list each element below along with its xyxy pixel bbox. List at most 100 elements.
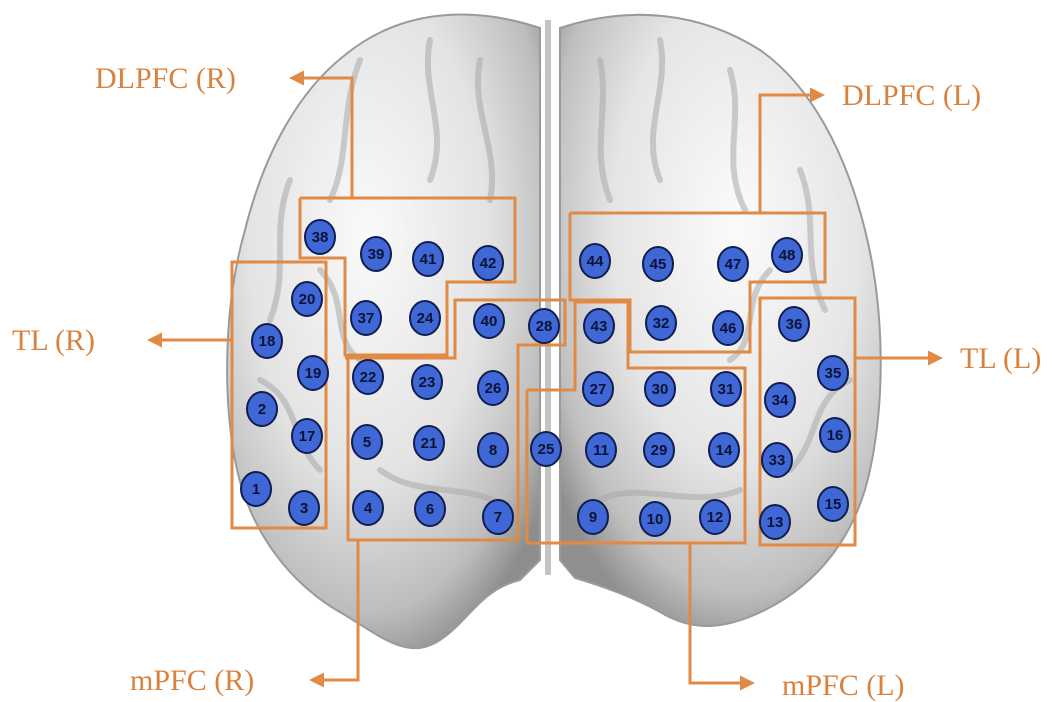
channel-11: 11 — [586, 433, 616, 467]
channel-6: 6 — [415, 492, 445, 526]
channel-2: 2 — [247, 392, 277, 426]
channel-17-label: 17 — [299, 428, 316, 445]
channel-1: 1 — [241, 472, 271, 506]
channel-32-label: 32 — [653, 315, 670, 332]
channel-17: 17 — [292, 419, 322, 453]
channel-46-label: 46 — [720, 320, 737, 337]
channel-36: 36 — [779, 307, 809, 341]
channel-10-label: 10 — [647, 511, 664, 528]
channel-4-label: 4 — [364, 500, 373, 517]
channel-22-label: 22 — [360, 369, 377, 386]
channel-21-label: 21 — [421, 435, 438, 452]
channel-29: 29 — [644, 433, 674, 467]
channel-19-label: 19 — [305, 365, 322, 382]
channel-11-label: 11 — [593, 442, 609, 459]
label-mpfc-l: mPFC (L) — [782, 669, 905, 702]
channel-13: 13 — [760, 505, 790, 539]
channel-1-label: 1 — [252, 481, 260, 498]
channel-31-label: 31 — [718, 381, 735, 398]
channel-14-label: 14 — [716, 442, 733, 459]
channel-42: 42 — [473, 246, 503, 280]
label-mpfc-r: mPFC (R) — [130, 664, 254, 697]
channel-48: 48 — [772, 238, 802, 272]
channel-12: 12 — [700, 500, 730, 534]
channel-27-label: 27 — [590, 381, 607, 398]
channel-9-label: 9 — [589, 509, 597, 526]
channel-34: 34 — [765, 383, 795, 417]
channel-26: 26 — [478, 371, 508, 405]
channel-6-label: 6 — [426, 501, 434, 518]
channel-16: 16 — [820, 418, 850, 452]
channel-3-label: 3 — [300, 500, 308, 517]
channel-5-label: 5 — [363, 434, 371, 451]
channel-4: 4 — [353, 491, 383, 525]
channel-28: 28 — [529, 309, 559, 343]
channel-31: 31 — [711, 372, 741, 406]
channel-45: 45 — [643, 247, 673, 281]
channel-8-label: 8 — [489, 442, 497, 459]
channel-12-label: 12 — [707, 509, 724, 526]
channel-38-label: 38 — [312, 229, 329, 246]
channel-40-label: 40 — [481, 313, 498, 330]
channel-7-label: 7 — [494, 509, 502, 526]
label-tl-l: TL (L) — [960, 342, 1041, 375]
channel-35-label: 35 — [825, 365, 842, 382]
channel-23-label: 23 — [419, 374, 436, 391]
channel-48-label: 48 — [779, 247, 796, 264]
channel-10: 10 — [640, 502, 670, 536]
channel-33-label: 33 — [769, 452, 786, 469]
channel-38: 38 — [305, 220, 335, 254]
channel-15: 15 — [818, 487, 848, 521]
channel-42-label: 42 — [480, 255, 497, 272]
channel-39: 39 — [361, 237, 391, 271]
channel-5: 5 — [352, 425, 382, 459]
channel-37-label: 37 — [358, 310, 375, 327]
channel-2-label: 2 — [258, 401, 266, 418]
channel-7: 7 — [483, 500, 513, 534]
label-tl-r: TL (R) — [12, 324, 95, 357]
channel-25-label: 25 — [538, 441, 555, 458]
channel-28-label: 28 — [536, 318, 553, 335]
label-dlpfc-l: DLPFC (L) — [842, 79, 981, 112]
channel-23: 23 — [412, 365, 442, 399]
channel-9: 9 — [578, 500, 608, 534]
channel-41: 41 — [413, 242, 443, 276]
channel-20-label: 20 — [299, 291, 316, 308]
channel-47: 47 — [718, 247, 748, 281]
channel-40: 40 — [474, 304, 504, 338]
channel-47-label: 47 — [725, 256, 742, 273]
channel-20: 20 — [292, 282, 322, 316]
channel-16-label: 16 — [827, 427, 844, 444]
channel-45-label: 45 — [650, 256, 667, 273]
channel-30-label: 30 — [652, 381, 669, 398]
channel-15-label: 15 — [825, 496, 842, 513]
channel-24-label: 24 — [417, 310, 434, 327]
channel-24: 24 — [410, 301, 440, 335]
channel-41-label: 41 — [420, 251, 437, 268]
channel-13-label: 13 — [767, 514, 784, 531]
channel-33: 33 — [762, 443, 792, 477]
channel-14: 14 — [709, 433, 739, 467]
channel-36-label: 36 — [786, 316, 803, 333]
channel-8: 8 — [478, 433, 508, 467]
channel-26-label: 26 — [485, 380, 502, 397]
channel-21: 21 — [414, 426, 444, 460]
channel-25: 25 — [531, 432, 561, 466]
channel-44-label: 44 — [587, 253, 604, 270]
channel-43: 43 — [584, 309, 614, 343]
channel-30: 30 — [645, 372, 675, 406]
channel-19: 19 — [298, 356, 328, 390]
channel-18: 18 — [252, 324, 282, 358]
channel-44: 44 — [580, 244, 610, 278]
channel-18-label: 18 — [259, 333, 276, 350]
channel-22: 22 — [353, 360, 383, 394]
channel-37: 37 — [351, 301, 381, 335]
channel-43-label: 43 — [591, 318, 608, 335]
label-dlpfc-r: DLPFC (R) — [95, 62, 236, 95]
channel-29-label: 29 — [651, 442, 668, 459]
channel-35: 35 — [818, 356, 848, 390]
channel-46: 46 — [713, 311, 743, 345]
channel-34-label: 34 — [772, 392, 789, 409]
